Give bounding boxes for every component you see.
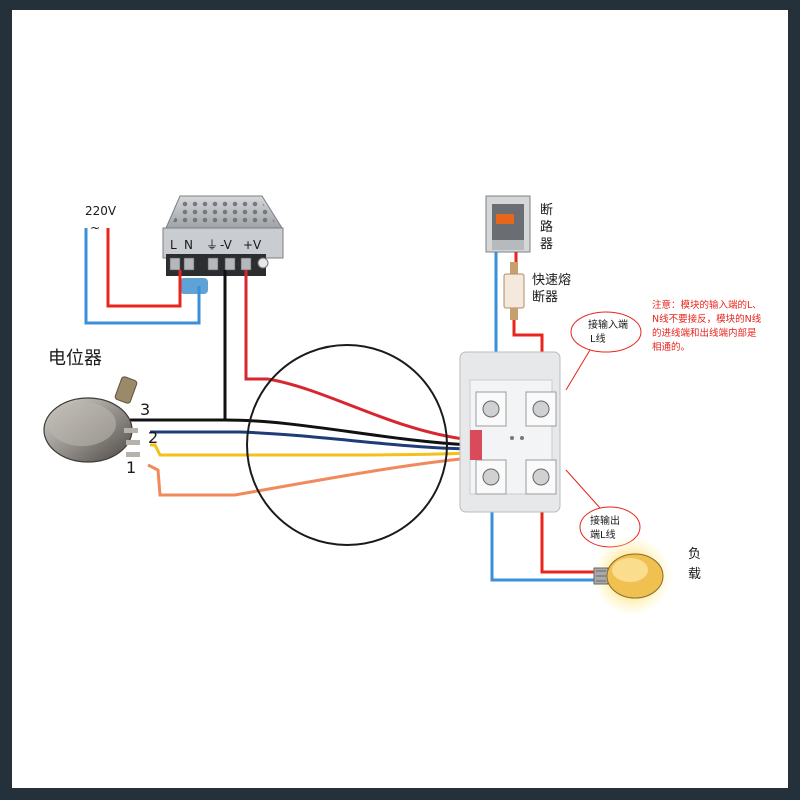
callout-output-line-1: 接输出	[590, 514, 620, 527]
callout-input: 接输入端 L线	[565, 311, 642, 391]
wiring-note: 注意：模块的输入端的L、 N线不要接反，模块的N线 的进线端和出线端内部是 相通…	[652, 299, 762, 353]
callout-input-line-2: L线	[590, 332, 606, 345]
diagram-frame	[12, 10, 788, 788]
fuse-icon	[503, 262, 525, 320]
breaker-label-1: 断	[540, 203, 553, 218]
breaker: 断 路 器	[485, 195, 553, 253]
control-black-wire-to-module	[224, 418, 471, 447]
breaker-label-2: 路	[540, 219, 553, 235]
terminal-label-plus-v: +V	[243, 238, 262, 252]
highlight-circle	[246, 344, 448, 546]
load-label-2: 载	[688, 567, 701, 582]
control-black-wire	[130, 270, 227, 422]
power-supply-icon	[162, 195, 284, 294]
pin-label-2: 2	[148, 428, 158, 447]
control-orange-wire	[147, 456, 471, 497]
terminal-label-ground: ⏚	[206, 238, 218, 252]
terminal-label-n: N	[184, 238, 193, 252]
control-red-wire-to-module	[267, 377, 471, 442]
breaker-label-3: 器	[540, 237, 553, 252]
load: 负 载	[592, 536, 701, 616]
breaker-icon	[485, 195, 531, 253]
note-line-3: 的进线端和出线端内部是	[652, 327, 757, 339]
fuse-label-2: 断器	[532, 290, 558, 305]
terminal-label-l: L	[170, 238, 177, 252]
fuse: 快速熔 断器	[503, 262, 571, 320]
callout-input-line-1: 接输入端	[588, 318, 628, 331]
callout-output-line-2: 端L线	[590, 528, 616, 541]
potentiometer: 电位器 3 2 1	[43, 348, 158, 477]
power-supply: 220V ~ L N ⏚ -V +V	[85, 195, 284, 294]
ac-neutral-wire	[84, 228, 201, 325]
potentiometer-icon	[43, 376, 140, 463]
note-line-1: 注意：模块的输入端的L、	[652, 299, 762, 311]
bulb-icon	[592, 536, 672, 616]
pin-label-3: 3	[140, 400, 150, 419]
ac-symbol: ~	[90, 221, 100, 235]
note-line-4: 相通的。	[652, 341, 690, 353]
note-line-2: N线不要接反，模块的N线	[652, 313, 762, 325]
control-blue-wire	[150, 430, 471, 451]
terminal-label-minus-v: -V	[220, 238, 233, 252]
ssr-module-icon	[459, 351, 561, 513]
pin-label-1: 1	[126, 458, 136, 477]
load-neutral-wire	[490, 480, 600, 582]
control-red-wire	[244, 270, 268, 381]
input-voltage-label: 220V	[85, 204, 117, 218]
ac-live-wire	[106, 228, 182, 308]
load-label-1: 负	[688, 547, 701, 562]
potentiometer-title: 电位器	[48, 348, 102, 369]
fuse-label-1: 快速熔	[532, 273, 571, 288]
callout-output: 接输出 端L线	[565, 469, 641, 548]
